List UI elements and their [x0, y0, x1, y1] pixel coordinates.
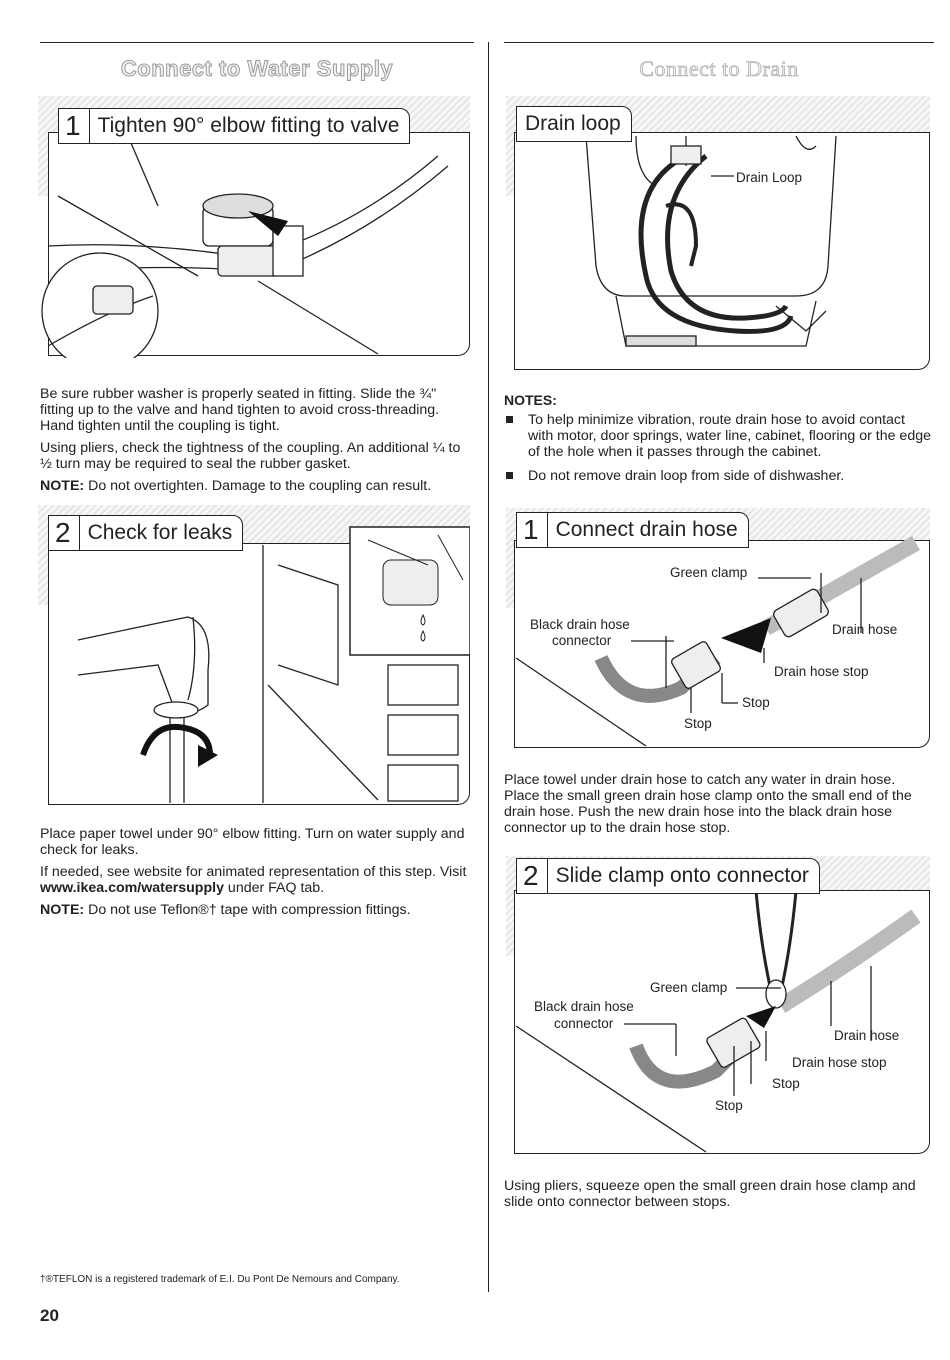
- drain-loop-header: Drain loop: [516, 106, 632, 142]
- illustration-frame: [514, 890, 930, 1154]
- paragraph: Place paper towel under 90° elbow fittin…: [40, 826, 465, 858]
- paragraph: Place towel under drain hose to catch an…: [504, 772, 912, 836]
- step-number: 2: [517, 859, 548, 893]
- section-title-drain: Connect to Drain: [639, 56, 799, 82]
- note-label: NOTE:: [40, 478, 85, 494]
- label-black-connector-line2: connector: [552, 633, 612, 648]
- label-black-connector-line1: Black drain hose: [530, 617, 630, 632]
- paragraph: If needed, see website for animated repr…: [40, 864, 470, 896]
- drain-notes: NOTES: To help minimize vibration, route…: [504, 392, 932, 492]
- section-title-water-supply: Connect to Water Supply: [120, 56, 394, 82]
- bullet-square: [506, 472, 513, 479]
- callout-drain-loop: Drain Loop: [736, 170, 803, 185]
- step2-header: 2 Check for leaks: [48, 515, 244, 551]
- note-text: Do not remove drain loop from side of di…: [528, 468, 845, 484]
- website-link[interactable]: www.ikea.com/watersupply: [40, 880, 224, 896]
- paragraph: Using pliers, check the tightness of the…: [40, 440, 461, 472]
- slide-clamp-illustration: [515, 890, 921, 1153]
- label-stop-a: Stop: [742, 695, 770, 710]
- note-text: To help minimize vibration, route drain …: [528, 412, 931, 460]
- label-green-clamp: Green clamp: [650, 980, 728, 995]
- page-number: 20: [40, 1306, 59, 1325]
- connect-drain-hose-panel: 1 Connect drain hose Green clamp Black d…: [506, 508, 930, 750]
- note-text: Do not use Teflon®† tape with compressio…: [84, 902, 411, 918]
- label-drain-hose-stop: Drain hose stop: [792, 1055, 887, 1070]
- leak-check-illustration: [77, 526, 470, 803]
- label-stop-b: Stop: [684, 716, 712, 731]
- step-title: Tighten 90° elbow fitting to valve: [97, 114, 400, 137]
- paragraph: Be sure rubber washer is properly seated…: [40, 386, 440, 434]
- paragraph-text: If needed, see website for animated repr…: [40, 864, 467, 880]
- connect-hose-instructions: Place towel under drain hose to catch an…: [504, 772, 932, 842]
- slide-clamp-instructions: Using pliers, squeeze open the small gre…: [504, 1178, 932, 1216]
- slide-clamp-header: 2 Slide clamp onto connector: [516, 858, 820, 894]
- list-item: To help minimize vibration, route drain …: [504, 412, 932, 460]
- step1-header: 1 Tighten 90° elbow fitting to valve: [58, 108, 411, 144]
- paragraph: Using pliers, squeeze open the small gre…: [504, 1178, 916, 1210]
- step-title: Check for leaks: [87, 521, 233, 544]
- label-drain-hose: Drain hose: [832, 622, 898, 637]
- step1-instructions: Be sure rubber washer is properly seated…: [40, 386, 470, 500]
- step-title: Drain loop: [525, 112, 621, 135]
- step-number: 2: [49, 516, 80, 550]
- label-black-connector-line1: Black drain hose: [534, 999, 634, 1014]
- bullet-square: [506, 416, 513, 423]
- note-label: NOTE:: [40, 902, 85, 918]
- top-rule-right: [504, 42, 934, 43]
- label-drain-hose-stop: Drain hose stop: [774, 664, 869, 679]
- top-rule-left: [40, 42, 474, 43]
- label-stop-b: Stop: [715, 1098, 743, 1113]
- step2-leaks-panel: 2 Check for leaks: [38, 505, 470, 805]
- step-number: 1: [59, 109, 90, 143]
- drain-loop-panel: Drain loop Drain Loop: [506, 96, 930, 374]
- elbow-fitting-illustration: [41, 135, 449, 358]
- label-black-connector-line2: connector: [554, 1016, 614, 1031]
- notes-title: NOTES:: [504, 392, 557, 408]
- step-number: 1: [517, 513, 548, 547]
- label-stop-a: Stop: [772, 1076, 800, 1091]
- slide-clamp-panel: 2 Slide clamp onto connector Green clamp…: [506, 856, 930, 1156]
- note: NOTE: Do not overtighten. Damage to the …: [40, 478, 470, 494]
- step-title: Slide clamp onto connector: [555, 864, 809, 887]
- connect-hose-illustration: [515, 536, 920, 747]
- drain-loop-illustration: [585, 135, 837, 347]
- note-text: Do not overtighten. Damage to the coupli…: [84, 478, 432, 494]
- column-divider: [488, 42, 489, 1292]
- label-drain-hose: Drain hose: [834, 1028, 900, 1043]
- connect-drain-hose-header: 1 Connect drain hose: [516, 512, 749, 548]
- note: NOTE: Do not use Teflon®† tape with comp…: [40, 902, 470, 918]
- list-item: Do not remove drain loop from side of di…: [504, 468, 932, 484]
- step2-instructions: Place paper towel under 90° elbow fittin…: [40, 826, 470, 924]
- paragraph-text: under FAQ tab.: [223, 880, 325, 896]
- label-green-clamp: Green clamp: [670, 565, 748, 580]
- step-title: Connect drain hose: [555, 518, 738, 541]
- step1-tighten-panel: 1 Tighten 90° elbow fitting to valve: [38, 96, 470, 358]
- footnote: †®TEFLON is a registered trademark of E.…: [40, 1274, 400, 1285]
